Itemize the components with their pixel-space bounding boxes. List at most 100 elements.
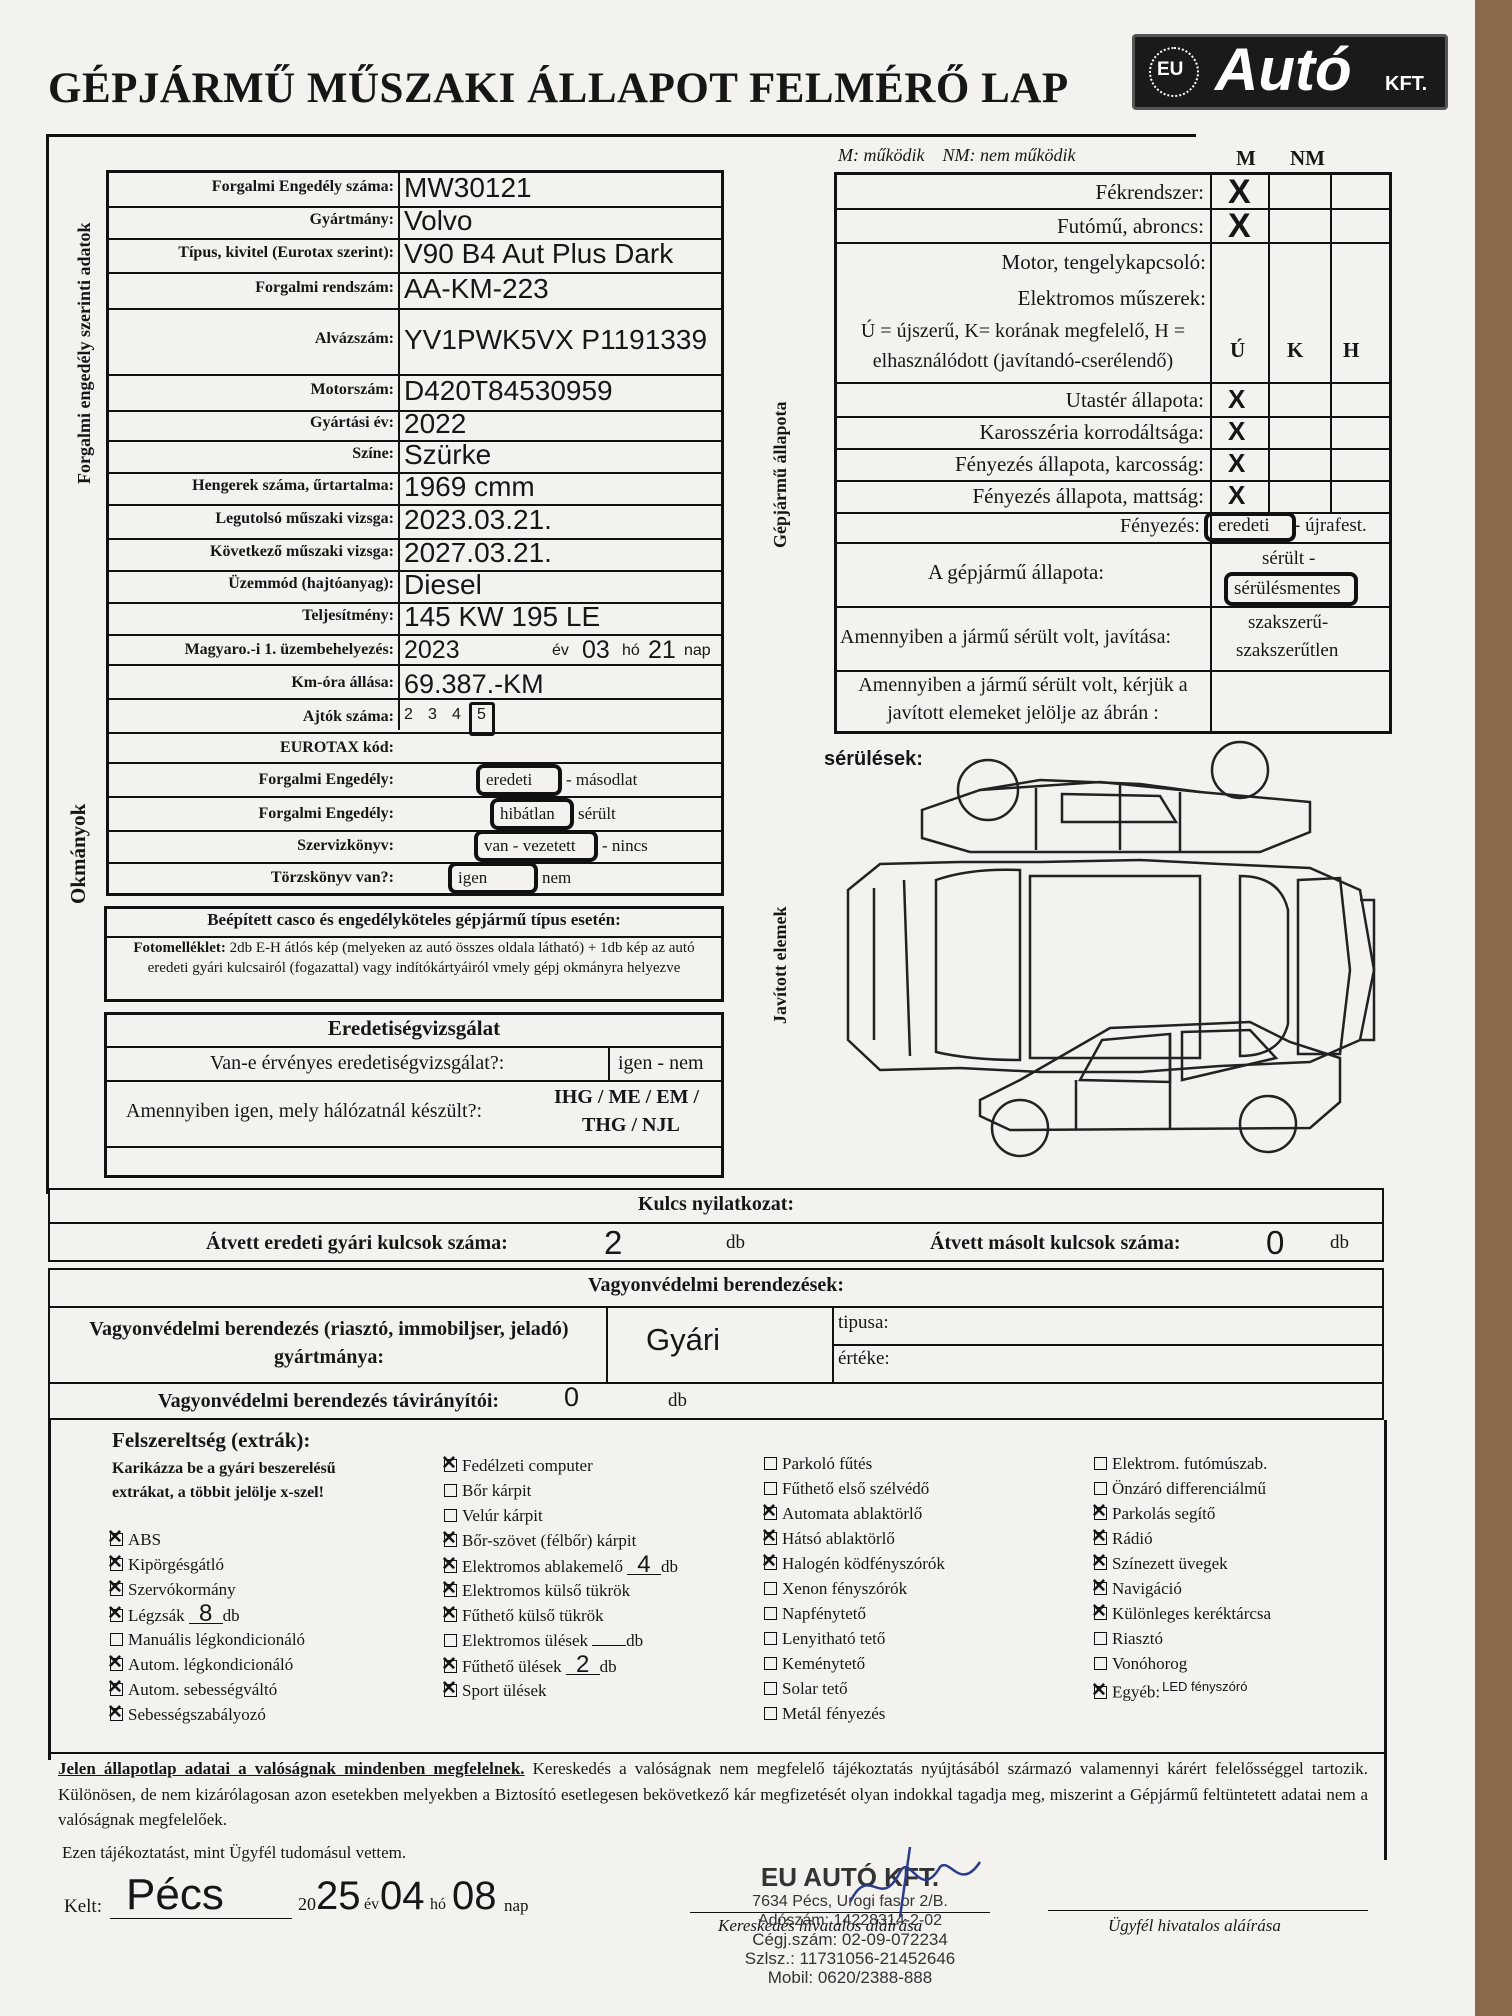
extra-item[interactable]: Színezett üvegek	[1091, 1550, 1228, 1574]
extra-item[interactable]: Solar tető	[764, 1679, 848, 1699]
extra-item[interactable]: Önzáró differenciálmű	[1094, 1479, 1266, 1499]
extra-item[interactable]: Rádió	[1091, 1525, 1153, 1549]
first-reg-ho: hó	[622, 642, 640, 659]
extra-checkbox[interactable]	[444, 1484, 457, 1497]
extra-checkbox[interactable]	[764, 1582, 777, 1595]
extra-checkbox[interactable]	[1094, 1457, 1107, 1470]
extra-item[interactable]: Bőr kárpit	[444, 1481, 531, 1501]
extra-item[interactable]: Navigáció	[1091, 1575, 1182, 1599]
extra-item[interactable]: Halogén ködfényszórók	[761, 1550, 945, 1574]
extra-item[interactable]: Hátsó ablaktörlő	[761, 1525, 895, 1549]
row-rule	[108, 698, 722, 700]
extra-checkbox[interactable]	[441, 1677, 457, 1700]
extra-checkbox[interactable]	[107, 1551, 123, 1574]
extra-checkbox[interactable]	[444, 1634, 457, 1647]
extra-checkbox[interactable]	[441, 1577, 457, 1600]
extra-item[interactable]: Fűthető külső tükrök	[441, 1602, 604, 1626]
extra-label: Különleges keréktárcsa	[1112, 1604, 1272, 1623]
extra-item[interactable]: Metál fényezés	[764, 1704, 885, 1724]
extra-item[interactable]: Bőr-szövet (félbőr) kárpit	[441, 1527, 636, 1551]
extra-checkbox[interactable]	[1091, 1525, 1107, 1548]
extra-checkbox[interactable]	[107, 1602, 123, 1625]
extra-item[interactable]: Autom. sebességváltó	[107, 1676, 277, 1700]
extra-checkbox[interactable]	[107, 1676, 123, 1699]
extra-checkbox[interactable]	[764, 1682, 777, 1695]
extra-checkbox[interactable]	[761, 1550, 777, 1573]
extra-label: Bőr kárpit	[462, 1481, 532, 1500]
extra-checkbox[interactable]	[1094, 1482, 1107, 1495]
extra-checkbox[interactable]	[764, 1457, 777, 1470]
extra-checkbox[interactable]	[107, 1576, 123, 1599]
extra-item[interactable]: Manuális légkondicionáló	[110, 1630, 305, 1650]
extra-checkbox[interactable]	[764, 1482, 777, 1495]
row-rule	[108, 238, 722, 240]
extra-item[interactable]: Autom. légkondicionáló	[107, 1651, 293, 1675]
car-front-view	[920, 740, 1312, 854]
document-selected-box	[476, 764, 562, 796]
extra-checkbox[interactable]	[761, 1525, 777, 1548]
extra-checkbox[interactable]	[1091, 1575, 1107, 1598]
extra-item[interactable]: Szervókormány	[107, 1576, 236, 1600]
extra-checkbox[interactable]	[107, 1651, 123, 1674]
extra-checkbox[interactable]	[441, 1602, 457, 1625]
extra-item[interactable]: Keménytető	[764, 1654, 865, 1674]
extra-item[interactable]: Sebességszabályozó	[107, 1701, 266, 1725]
extra-item[interactable]: Elektromos külső tükrök	[441, 1577, 630, 1601]
extra-checkbox[interactable]	[441, 1653, 457, 1676]
originality-rule	[106, 1146, 722, 1148]
extra-item[interactable]: Lenyitható tető	[764, 1629, 885, 1649]
extra-item[interactable]: Riasztó	[1094, 1629, 1163, 1649]
extra-item[interactable]: Fűthető első szélvédő	[764, 1479, 929, 1499]
city-line	[110, 1918, 292, 1919]
condition-x-mark: X	[1228, 448, 1246, 478]
extra-item[interactable]: Velúr kárpit	[444, 1506, 543, 1526]
extra-checkbox[interactable]	[1091, 1600, 1107, 1623]
extra-checkbox[interactable]	[1091, 1550, 1107, 1573]
extra-item[interactable]: Vonóhorog	[1094, 1654, 1187, 1674]
extra-item[interactable]: ABS	[107, 1526, 161, 1550]
extra-item[interactable]: Fedélzeti computer	[441, 1452, 593, 1476]
extra-checkbox[interactable]	[1091, 1500, 1107, 1523]
keys-orig-value: 2	[604, 1224, 623, 1261]
km-label: Km-óra állása:	[291, 674, 394, 691]
originality-box	[104, 1012, 724, 1178]
extra-checkbox[interactable]	[764, 1707, 777, 1720]
extra-item[interactable]: Napfénytető	[764, 1604, 866, 1624]
extra-item[interactable]: Sport ülések	[441, 1677, 547, 1701]
extra-checkbox[interactable]	[1094, 1657, 1107, 1670]
extra-checkbox[interactable]	[764, 1607, 777, 1620]
extra-item[interactable]: Parkoló fűtés	[764, 1454, 872, 1474]
extra-checkbox[interactable]	[441, 1553, 457, 1576]
extra-checkbox[interactable]	[441, 1452, 457, 1475]
extra-item[interactable]: Parkolás segítő	[1091, 1500, 1215, 1524]
extra-item[interactable]: Egyéb:LED fényszóró	[1091, 1679, 1247, 1703]
originality-rule	[106, 1080, 722, 1082]
extra-checkbox[interactable]	[764, 1657, 777, 1670]
condition-x-mark: X	[1228, 207, 1251, 245]
extra-checkbox[interactable]	[1094, 1632, 1107, 1645]
stamp-mobile: Mobil: 0620/2388-888	[767, 1968, 933, 1987]
extra-checkbox[interactable]	[444, 1509, 457, 1522]
motor-label-2: Elektromos műszerek:	[1017, 286, 1206, 310]
extra-checkbox[interactable]	[441, 1527, 457, 1550]
eu-stars-icon	[1149, 47, 1199, 97]
extra-label: Halogén ködfényszórók	[782, 1554, 945, 1573]
extra-item[interactable]: Elektrom. futómúszab.	[1094, 1454, 1267, 1474]
extra-checkbox[interactable]	[110, 1633, 123, 1646]
extra-item[interactable]: Különleges keréktárcsa	[1091, 1600, 1272, 1624]
extra-item[interactable]: Automata ablaktörlő	[761, 1500, 922, 1524]
extra-unit: db	[660, 1557, 678, 1576]
extra-checkbox[interactable]	[107, 1701, 123, 1724]
extra-checkbox[interactable]	[761, 1500, 777, 1523]
extra-checkbox[interactable]	[107, 1526, 123, 1549]
extra-checkbox[interactable]	[764, 1632, 777, 1645]
extra-item[interactable]: Xenon fényszórók	[764, 1579, 907, 1599]
extra-checkbox[interactable]	[1091, 1679, 1107, 1702]
doors-option-3: 3	[428, 706, 437, 723]
extras-title: Felszereltség (extrák):	[112, 1428, 311, 1452]
extra-item[interactable]: Kipörgésgátló	[107, 1551, 224, 1575]
